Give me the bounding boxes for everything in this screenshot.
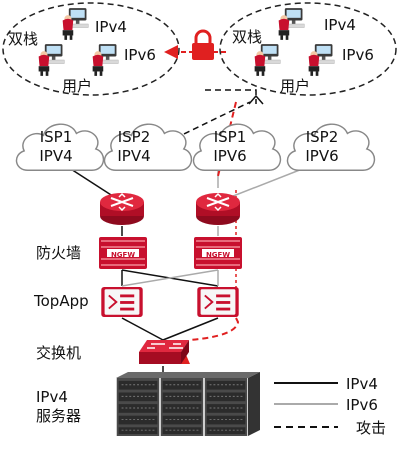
server-icon xyxy=(204,378,248,436)
user-icon xyxy=(92,44,119,76)
firewall-left: NGFW xyxy=(99,237,147,269)
legend: IPv4 IPv6 攻击 xyxy=(274,375,386,437)
user-icon xyxy=(254,44,281,76)
ipv6-label: IPv6 xyxy=(124,46,156,64)
ipv6-label: IPv6 xyxy=(342,46,374,64)
user-icon xyxy=(62,8,89,40)
links xyxy=(59,89,321,378)
server-label-line1: IPv4 xyxy=(36,388,68,406)
ipv4-label: IPv4 xyxy=(95,18,127,36)
server-icon xyxy=(160,378,204,436)
legend-label: IPv4 xyxy=(346,375,378,393)
router-icon xyxy=(99,192,145,226)
firewall-label: 防火墙 xyxy=(36,244,81,262)
topapp-icon xyxy=(100,286,144,318)
server-rack xyxy=(116,372,260,436)
cloud-isp2-ipv6: ISP2 IPV6 xyxy=(286,123,376,172)
legend-item-ipv4: IPv4 xyxy=(274,375,378,393)
firewall-badge: NGFW xyxy=(206,251,230,259)
cloud-line2: IPV4 xyxy=(39,147,72,165)
user-group-right: 双栈 IPv4 IPv6 用户 xyxy=(219,2,397,96)
switch-label: 交换机 xyxy=(36,344,81,362)
stack-label: 双栈 xyxy=(8,30,38,48)
ipv4-label: IPv4 xyxy=(324,16,356,34)
server-icon xyxy=(116,378,160,436)
cloud-line1: ISP2 xyxy=(118,128,151,146)
legend-label: IPv6 xyxy=(346,396,378,414)
user-group-left: 双栈 IPv4 IPv6 用户 xyxy=(2,2,180,96)
user-icon xyxy=(38,44,65,76)
cloud-line2: IPV4 xyxy=(117,147,150,165)
users-label: 用户 xyxy=(62,77,92,95)
legend-label: 攻击 xyxy=(356,419,386,437)
stack-label: 双栈 xyxy=(232,28,262,46)
topapp-icon xyxy=(196,286,240,318)
user-icon xyxy=(308,44,335,76)
topapp-label: TopApp xyxy=(33,292,89,310)
server-label-line2: 服务器 xyxy=(36,407,81,425)
cloud-line2: IPV6 xyxy=(213,147,246,165)
switch-icon xyxy=(138,339,190,365)
users-label: 用户 xyxy=(280,77,310,95)
legend-item-attack: 攻击 xyxy=(274,419,386,437)
lock-icon xyxy=(192,29,214,60)
cloud-line2: IPV6 xyxy=(305,147,338,165)
cloud-line1: ISP1 xyxy=(214,128,247,146)
firewall-badge: NGFW xyxy=(111,251,135,259)
firewall-right: NGFW xyxy=(194,237,242,269)
cloud-isp2-ipv4: ISP2 IPV4 xyxy=(103,123,193,172)
cloud-line1: ISP1 xyxy=(40,128,73,146)
router-icon xyxy=(195,192,241,226)
cloud-isp1-ipv4: ISP1 IPV4 xyxy=(15,123,105,172)
legend-item-ipv6: IPv6 xyxy=(274,396,378,414)
user-icon xyxy=(278,8,305,40)
cloud-isp1-ipv6: ISP1 IPV6 xyxy=(192,123,282,171)
cloud-line1: ISP2 xyxy=(306,128,339,146)
